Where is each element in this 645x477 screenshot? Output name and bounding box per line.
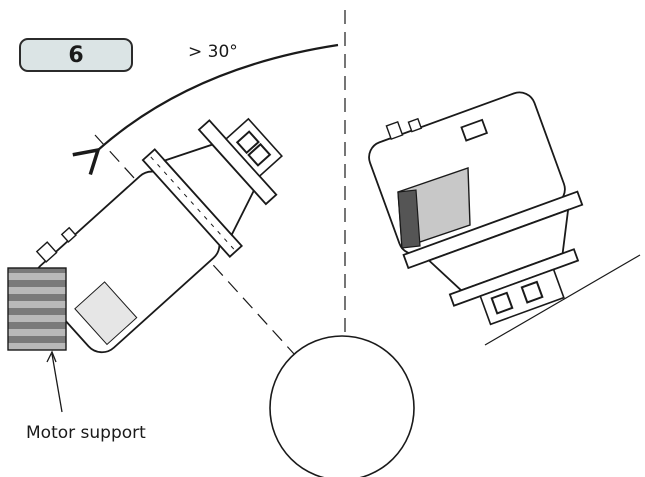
rotation-angle-label: > 30°: [188, 42, 238, 62]
installed-actuator-unit: [368, 91, 584, 326]
pipe-circle: [269, 335, 415, 477]
step-number-badge: 6: [19, 38, 133, 72]
rotation-arrow: [72, 43, 339, 176]
pipe-edge-line: [484, 254, 641, 346]
motor-support-label: Motor support: [26, 423, 146, 443]
callout-arrow-line: [51, 353, 63, 413]
motor-support-block: [7, 267, 67, 351]
tilted-actuator-unit: [33, 117, 283, 354]
